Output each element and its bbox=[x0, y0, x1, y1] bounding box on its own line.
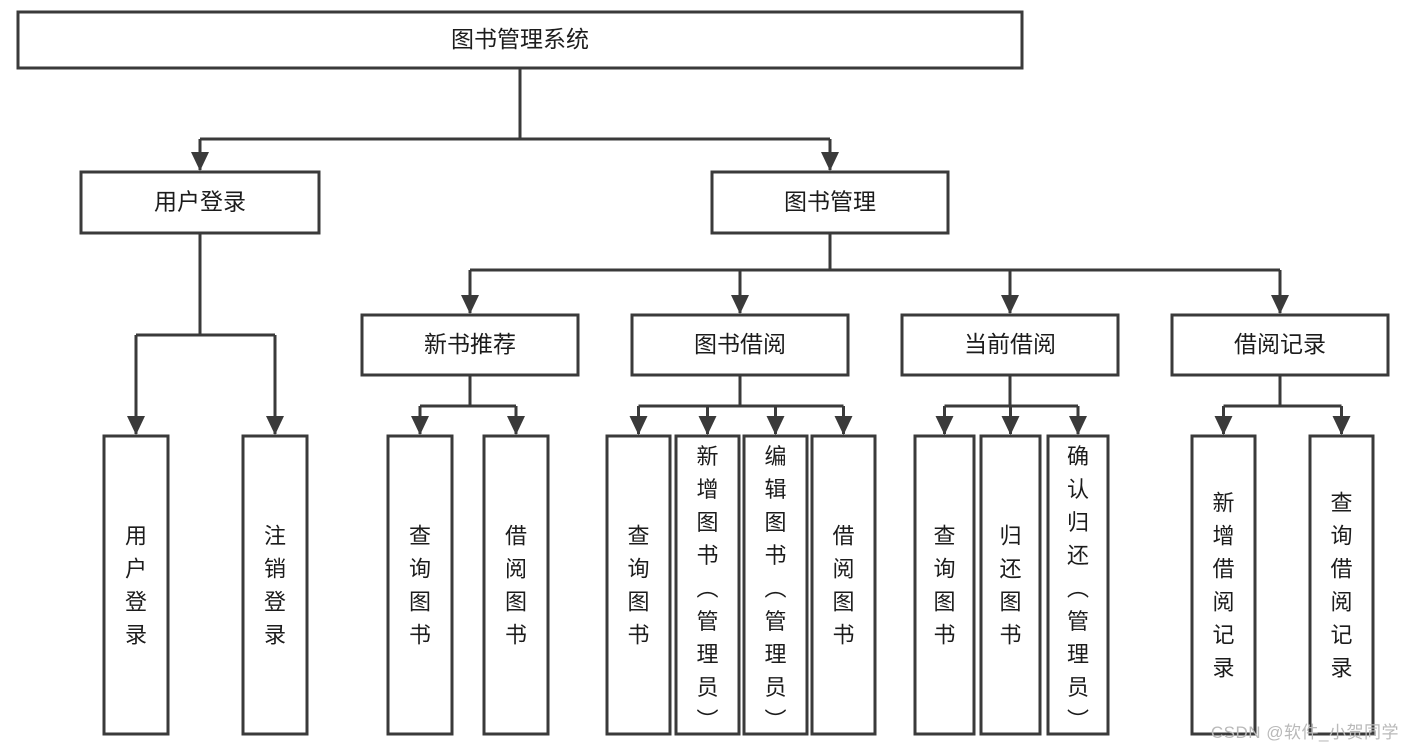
node-label: 查询借阅记录 bbox=[1330, 490, 1352, 680]
arrow-head bbox=[935, 416, 954, 435]
node-rect bbox=[360, 313, 580, 377]
node-rect bbox=[605, 434, 672, 736]
node-label: 查询图书 bbox=[933, 523, 955, 647]
level1-node-book-manage[interactable]: 图书管理 bbox=[710, 170, 950, 235]
node-label: 当前借阅 bbox=[964, 331, 1056, 357]
arrow-head bbox=[411, 416, 429, 435]
node-label: 用户登录 bbox=[125, 523, 147, 647]
node-layer: 图书管理系统用户登录图书管理新书推荐图书借阅当前借阅借阅记录用户登录注销登录查询… bbox=[16, 10, 1390, 736]
level2-node-new-book-rec[interactable]: 新书推荐 bbox=[360, 313, 580, 377]
arrow-head bbox=[461, 295, 479, 314]
node-label: 借阅记录 bbox=[1234, 331, 1326, 357]
node-label: 新增图书︵管理员︶ bbox=[696, 444, 718, 733]
arrow-head bbox=[821, 152, 839, 171]
arrow-head bbox=[191, 152, 209, 171]
arrow-head bbox=[1214, 416, 1233, 435]
node-rect bbox=[674, 434, 741, 736]
leaf-node-leaf-borrow-book-2[interactable]: 借阅图书 bbox=[810, 434, 877, 736]
node-rect bbox=[710, 170, 950, 235]
node-label: 借阅图书 bbox=[832, 523, 854, 647]
arrow-head bbox=[127, 416, 145, 435]
arrow-head bbox=[834, 416, 853, 435]
leaf-node-leaf-add-record[interactable]: 新增借阅记录 bbox=[1190, 434, 1257, 736]
leaf-node-leaf-query-book-3[interactable]: 查询图书 bbox=[913, 434, 976, 736]
node-label: 用户登录 bbox=[154, 189, 246, 215]
node-label: 图书管理 bbox=[784, 189, 876, 215]
node-label: 确认归还︵管理员︶ bbox=[1067, 444, 1089, 733]
arrow-head bbox=[1001, 295, 1019, 314]
arrow-head bbox=[266, 416, 284, 435]
arrow-head bbox=[1332, 416, 1351, 435]
node-rect bbox=[1170, 313, 1390, 377]
node-rect bbox=[102, 434, 170, 736]
node-label: 借阅图书 bbox=[505, 523, 527, 647]
node-label: 图书借阅 bbox=[694, 331, 786, 357]
node-rect bbox=[79, 170, 321, 235]
node-label: 编辑图书︵管理员︶ bbox=[764, 444, 786, 733]
node-rect bbox=[913, 434, 976, 736]
leaf-node-leaf-add-book[interactable]: 新增图书︵管理员︶ bbox=[674, 434, 741, 736]
arrow-head bbox=[507, 416, 525, 435]
root-node-system[interactable]: 图书管理系统 bbox=[16, 10, 1024, 70]
node-rect bbox=[742, 434, 809, 736]
node-label: 注销登录 bbox=[264, 523, 286, 647]
leaf-node-leaf-confirm-return[interactable]: 确认归还︵管理员︶ bbox=[1046, 434, 1110, 736]
leaf-node-leaf-user-login[interactable]: 用户登录 bbox=[102, 434, 170, 736]
leaf-node-leaf-query-record[interactable]: 查询借阅记录 bbox=[1308, 434, 1375, 736]
node-rect bbox=[1046, 434, 1110, 736]
arrow-head bbox=[698, 416, 717, 435]
node-label: 新书推荐 bbox=[424, 331, 516, 357]
node-rect bbox=[386, 434, 454, 736]
node-label: 新增借阅记录 bbox=[1212, 490, 1234, 680]
node-rect bbox=[630, 313, 850, 377]
leaf-node-leaf-return-book[interactable]: 归还图书 bbox=[979, 434, 1042, 736]
node-label: 图书管理系统 bbox=[451, 26, 589, 52]
node-rect bbox=[1190, 434, 1257, 736]
leaf-node-leaf-query-book-1[interactable]: 查询图书 bbox=[386, 434, 454, 736]
arrow-head bbox=[629, 416, 648, 435]
level2-node-book-borrow[interactable]: 图书借阅 bbox=[630, 313, 850, 377]
arrow-head bbox=[731, 295, 749, 314]
node-label: 归还图书 bbox=[999, 523, 1021, 647]
arrow-head bbox=[1001, 416, 1020, 435]
level2-node-borrow-record[interactable]: 借阅记录 bbox=[1170, 313, 1390, 377]
level2-node-current-borrow[interactable]: 当前借阅 bbox=[900, 313, 1120, 377]
node-rect bbox=[900, 313, 1120, 377]
node-rect bbox=[241, 434, 309, 736]
leaf-node-leaf-query-book-2[interactable]: 查询图书 bbox=[605, 434, 672, 736]
edge-layer bbox=[127, 68, 1351, 435]
node-label: 查询图书 bbox=[627, 523, 649, 647]
node-rect bbox=[1308, 434, 1375, 736]
leaf-node-leaf-borrow-book-1[interactable]: 借阅图书 bbox=[482, 434, 550, 736]
arrow-head bbox=[766, 416, 785, 435]
node-rect bbox=[16, 10, 1024, 70]
node-rect bbox=[810, 434, 877, 736]
level1-node-user-login[interactable]: 用户登录 bbox=[79, 170, 321, 235]
leaf-node-leaf-logout-login[interactable]: 注销登录 bbox=[241, 434, 309, 736]
node-rect bbox=[979, 434, 1042, 736]
node-label: 查询图书 bbox=[409, 523, 431, 647]
arrow-head bbox=[1271, 295, 1289, 314]
arrow-head bbox=[1069, 416, 1087, 435]
node-rect bbox=[482, 434, 550, 736]
leaf-node-leaf-edit-book[interactable]: 编辑图书︵管理员︶ bbox=[742, 434, 809, 736]
csdn-watermark: CSDN @软件_小贺同学 bbox=[1210, 723, 1399, 742]
